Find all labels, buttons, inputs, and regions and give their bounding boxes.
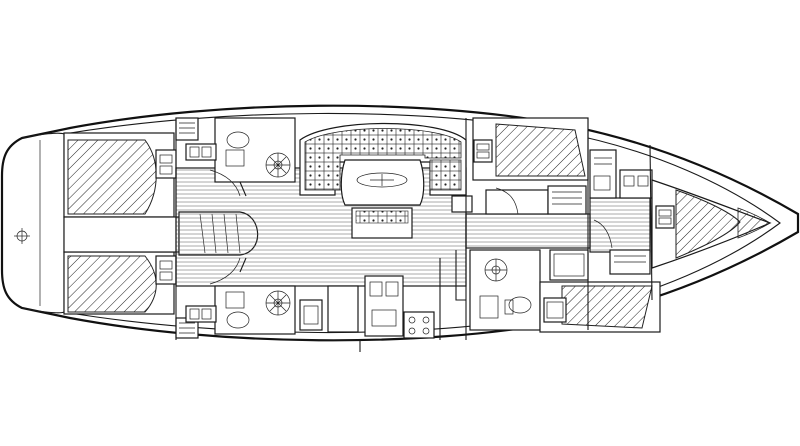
anchor-locker — [737, 207, 771, 239]
cabinet-stbd — [543, 297, 567, 323]
drawer-starboard — [185, 305, 217, 323]
chart-drawer — [185, 143, 217, 161]
galley-locker — [299, 299, 323, 331]
compass-rose-icon — [14, 228, 30, 244]
table-leaf — [356, 172, 408, 188]
hanging-locker-port — [175, 117, 199, 141]
toilet-icon — [225, 291, 250, 329]
stove-icon — [403, 311, 435, 339]
helm-wheel-icon — [265, 290, 291, 316]
galley-counter — [364, 275, 404, 337]
passage-locker — [485, 189, 549, 215]
forward-lobby-floor — [589, 197, 651, 253]
galley-cabinet — [371, 309, 397, 327]
forward-starboard-berth — [561, 285, 653, 329]
door-swing — [495, 187, 519, 215]
aft-head-starboard — [214, 285, 296, 335]
step-box — [451, 195, 473, 213]
forward-shelf-port — [589, 149, 617, 199]
forward-locker — [549, 249, 589, 281]
bow-locker — [655, 205, 675, 229]
toilet-icon — [225, 131, 250, 167]
deck-edge — [63, 112, 781, 334]
bow-bulkhead — [649, 144, 653, 301]
aft-passage — [63, 216, 180, 253]
cabinet — [473, 139, 493, 163]
forward-port-berth — [495, 123, 586, 177]
aft-starboard-berth — [67, 255, 157, 313]
saloon-table — [340, 159, 425, 206]
door-leaves — [239, 181, 247, 273]
galley-partition — [455, 250, 466, 301]
door-swing-aft-port — [209, 169, 241, 197]
toilet-icon — [479, 295, 532, 319]
helm-wheel-icon — [265, 152, 291, 178]
forward-passage-floor — [465, 213, 591, 249]
sink-icon — [369, 281, 399, 297]
aft-port-berth — [67, 139, 157, 215]
settee-cushions — [304, 128, 462, 191]
galley-counter-edge — [300, 339, 361, 352]
helm-wheel-icon — [484, 258, 508, 282]
vanity — [619, 169, 653, 199]
galley-fridge — [327, 285, 359, 333]
door-swing-forward — [593, 219, 613, 249]
shelf-unit — [547, 185, 587, 215]
door-swing-aft-stbd — [209, 257, 241, 285]
